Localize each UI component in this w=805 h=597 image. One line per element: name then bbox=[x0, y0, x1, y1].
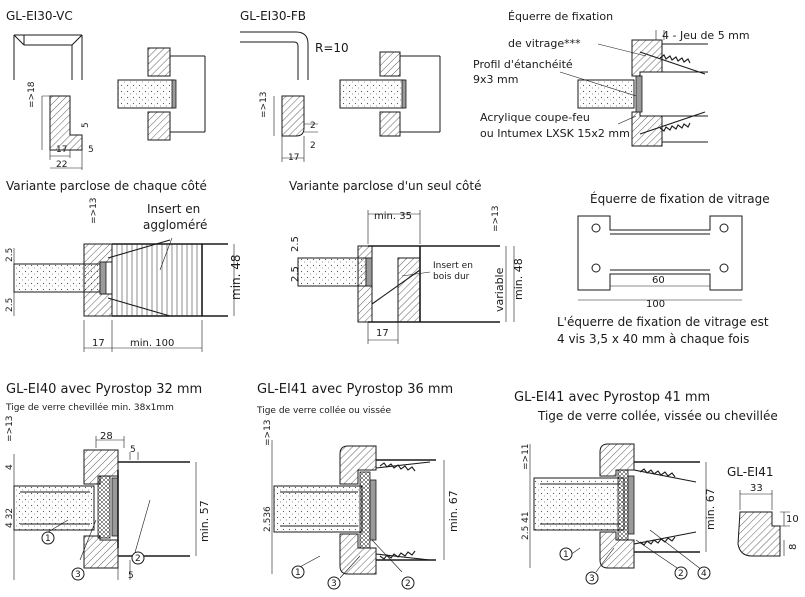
gl-ei40-title: GL-EI40 avec Pyrostop 32 mm bbox=[6, 382, 202, 397]
legend-jeu: 4 - Jeu de 5 mm bbox=[662, 29, 750, 42]
bead-profile-fb bbox=[281, 95, 305, 137]
dim-13-e41a: =>13 bbox=[263, 419, 273, 446]
dim-2-b: 2 bbox=[310, 141, 316, 151]
dim-min35: min. 35 bbox=[374, 211, 412, 222]
insert-agglo-1: Insert en bbox=[147, 202, 200, 216]
gl-ei41b-sub: Tige de verre collée, vissée ou chevillé… bbox=[537, 409, 778, 423]
gl-ei41a-sub: Tige de verre collée ou vissée bbox=[256, 405, 391, 416]
gl-ei30-vc-title: GL-EI30-VC bbox=[6, 9, 73, 23]
dim-5-vc: 5 bbox=[81, 122, 91, 128]
dim-17-v1: 17 bbox=[92, 338, 105, 349]
dim-13-fb: =>13 bbox=[259, 91, 269, 118]
dim-17-vc: 17 bbox=[56, 145, 67, 155]
dim-min67-b: min. 67 bbox=[704, 488, 717, 530]
dim-22-vc: 22 bbox=[56, 160, 67, 170]
legend-equerre-2: de vitrage*** bbox=[508, 37, 581, 50]
equerre-bracket-detail: Équerre de fixation de vitrage 60 100 L'… bbox=[557, 191, 770, 346]
gl-ei40-section: GL-EI40 avec Pyrostop 32 mm Tige de verr… bbox=[5, 382, 211, 581]
bracket-note-2: 4 vis 3,5 x 40 mm à chaque fois bbox=[557, 332, 749, 346]
variante-chaque-cote: Variante parclose de chaque côté Insert … bbox=[5, 179, 243, 352]
gl-ei30-fb-title: GL-EI30-FB bbox=[240, 9, 306, 23]
gl-ei30-vc-section: GL-EI30-VC =>18 5 17 22 5 bbox=[6, 9, 206, 170]
dim-33: 33 bbox=[750, 483, 763, 494]
gl-ei41-profile: GL-EI41 33 10 8 bbox=[727, 465, 799, 557]
callout-2-e41a: 2 bbox=[405, 579, 411, 589]
dim-11: =>11 bbox=[521, 443, 531, 470]
legend-acryl-1: Acrylique coupe-feu bbox=[480, 111, 590, 124]
dim-2-5-d: 2.5 bbox=[290, 266, 301, 282]
dim-5-e40-top: 5 bbox=[130, 445, 136, 455]
legend-acryl-2: ou Intumex LXSK 15x2 mm bbox=[480, 127, 630, 140]
legend-profil-1: Profil d'étanchéité bbox=[473, 58, 573, 71]
dim-28: 28 bbox=[100, 431, 113, 442]
dim-13-v2: =>13 bbox=[491, 205, 501, 232]
dim-4-e40: 4 bbox=[5, 464, 15, 470]
dim-2-a: 2 bbox=[310, 121, 316, 131]
bracket-dim-60: 60 bbox=[652, 275, 665, 286]
dim-2-5-c: 2.5 bbox=[290, 236, 301, 252]
dim-min48-v1: min. 48 bbox=[229, 254, 243, 300]
dim-13-v1: =>13 bbox=[89, 197, 99, 224]
caption-variante-2: Variante parclose d'un seul côté bbox=[289, 179, 481, 193]
gl-ei41-41-section: GL-EI41 avec Pyrostop 41 mm Tige de verr… bbox=[514, 390, 778, 585]
dim-17-fb: 17 bbox=[288, 153, 299, 163]
bracket-dim-100: 100 bbox=[646, 299, 665, 310]
gl-ei41-profile-title: GL-EI41 bbox=[727, 465, 774, 479]
dim-32-e40: 4 32 bbox=[5, 508, 15, 528]
dim-2536: 2.536 bbox=[263, 506, 273, 532]
gl-ei41b-title: GL-EI41 avec Pyrostop 41 mm bbox=[514, 390, 710, 405]
dim-5-e40-bot: 5 bbox=[128, 571, 134, 581]
callout-1-e41b: 1 bbox=[563, 550, 569, 560]
dim-min57: min. 57 bbox=[198, 500, 211, 542]
callout-2-e40: 2 bbox=[135, 554, 141, 564]
insert-dur-1: Insert en bbox=[433, 261, 473, 271]
callout-3-e41b: 3 bbox=[589, 574, 595, 584]
bead-profile-ei41 bbox=[737, 511, 781, 557]
dim-min67-a: min. 67 bbox=[447, 490, 460, 532]
legend-equerre-1: Équerre de fixation bbox=[508, 10, 613, 23]
insert-agglo-2: aggloméré bbox=[143, 218, 207, 232]
callout-1-e41a: 1 bbox=[295, 568, 301, 578]
dim-8: 8 bbox=[788, 544, 799, 550]
dim-2-5-b: 2.5 bbox=[5, 298, 15, 312]
callout-4-e41b: 4 bbox=[701, 569, 707, 579]
dim-18: =>18 bbox=[27, 81, 37, 108]
insert-dur-2: bois dur bbox=[433, 272, 470, 282]
dim-5-vc-b: 5 bbox=[88, 145, 94, 155]
dim-2541: 2.5 41 bbox=[521, 511, 531, 540]
dim-17-v2: 17 bbox=[376, 328, 389, 339]
gl-ei30-fb-section: GL-EI30-FB R=10 =>13 17 2 2 bbox=[240, 9, 441, 163]
dim-13-e40: =>13 bbox=[5, 415, 15, 442]
callout-3-e40: 3 bbox=[75, 570, 81, 580]
variante-seul-cote: Variante parclose d'un seul côté min. 35… bbox=[289, 179, 525, 344]
bracket-note-1: L'équerre de fixation de vitrage est bbox=[557, 315, 769, 329]
radius-label: R=10 bbox=[315, 41, 349, 55]
dim-variable: variable bbox=[493, 267, 506, 312]
gl-ei40-sub: Tige de verre chevillée min. 38x1mm bbox=[5, 402, 174, 413]
dim-2-5-a: 2.5 bbox=[5, 248, 15, 262]
dim-min100: min. 100 bbox=[130, 338, 174, 349]
callout-3-e41a: 3 bbox=[331, 579, 337, 589]
legend-profil-2: 9x3 mm bbox=[473, 73, 518, 86]
bracket-title: Équerre de fixation de vitrage bbox=[590, 191, 770, 206]
caption-variante-1: Variante parclose de chaque côté bbox=[6, 179, 207, 193]
callout-2-e41b: 2 bbox=[678, 569, 684, 579]
dim-10: 10 bbox=[786, 514, 799, 525]
glazing-detail-legend: Équerre de fixation de vitrage*** 4 - Je… bbox=[473, 10, 750, 147]
dim-min48-v2: min. 48 bbox=[512, 258, 525, 300]
bead-profile-vc bbox=[49, 95, 83, 151]
gl-ei41-36-section: GL-EI41 avec Pyrostop 36 mm Tige de verr… bbox=[256, 382, 460, 590]
callout-1-e40: 1 bbox=[45, 534, 51, 544]
gl-ei41a-title: GL-EI41 avec Pyrostop 36 mm bbox=[257, 382, 453, 397]
